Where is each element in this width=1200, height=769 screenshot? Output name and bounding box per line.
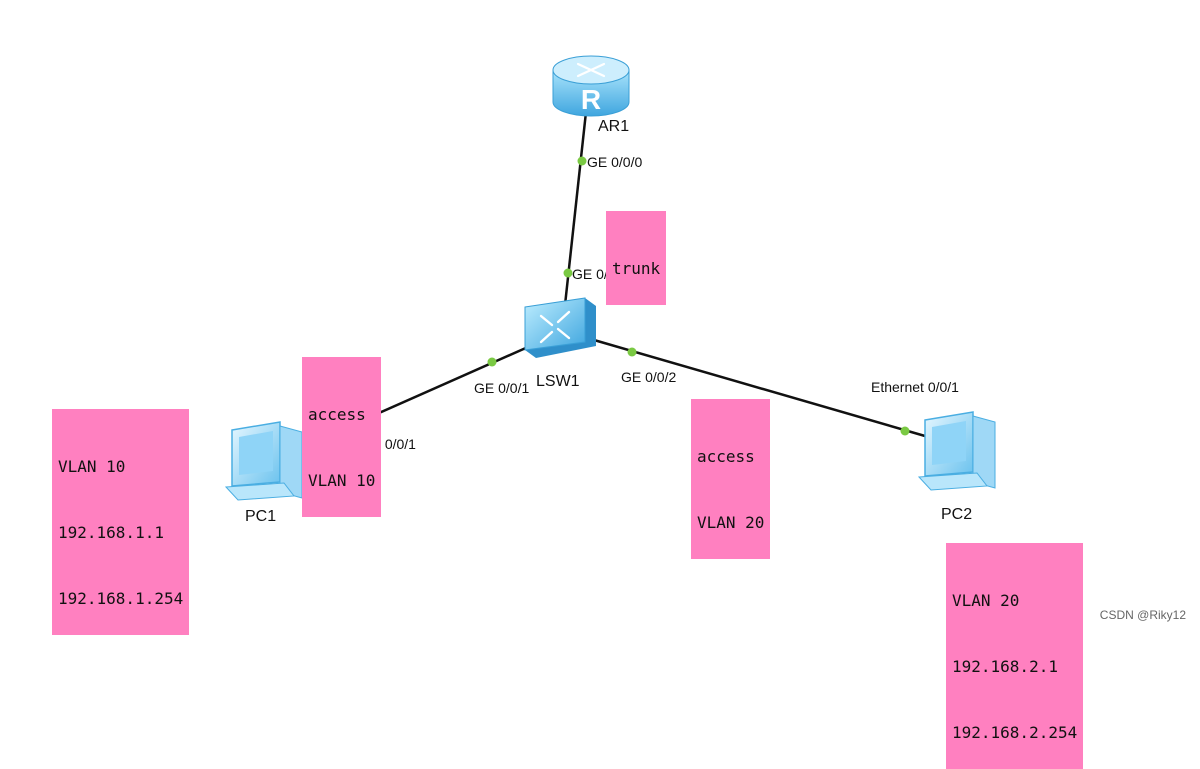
port-label-lsw1-ge002: GE 0/0/2 xyxy=(621,369,677,385)
port-label-pc2-eth001: Ethernet 0/0/1 xyxy=(871,379,959,395)
note-pc1-ip: 192.168.1.1 xyxy=(58,523,164,542)
link-lsw1-pc2 xyxy=(593,338,926,438)
note-pc1-gateway: 192.168.1.254 xyxy=(58,589,184,608)
pc2-icon[interactable] xyxy=(917,411,996,491)
note-pc2-vlan: VLAN 20 xyxy=(952,591,1020,610)
note-access-vlan20-mode: access xyxy=(697,447,755,466)
port-dot-lsw1-ge003 xyxy=(563,268,573,278)
port-dot-lsw1-ge001 xyxy=(487,357,497,367)
port-dot-lsw1-ge002 xyxy=(627,347,637,357)
router-label: AR1 xyxy=(598,118,630,135)
note-pc2-gateway: 192.168.2.254 xyxy=(952,723,1078,742)
note-pc2-ip: 192.168.2.1 xyxy=(952,657,1058,676)
router-icon[interactable]: R xyxy=(552,55,630,117)
note-trunk: trunk xyxy=(606,211,667,305)
note-trunk-line: trunk xyxy=(612,259,661,278)
note-access-vlan20: access VLAN 20 xyxy=(691,399,771,559)
note-pc2-config: VLAN 20 192.168.2.1 192.168.2.254 xyxy=(946,543,1084,769)
pc1-icon[interactable] xyxy=(224,421,303,501)
router-glyph: R xyxy=(581,84,601,115)
pc1-label: PC1 xyxy=(245,508,277,525)
note-access-vlan20-vlan: VLAN 20 xyxy=(697,513,765,532)
note-access-vlan10-vlan: VLAN 10 xyxy=(308,471,376,490)
watermark: CSDN @Riky12 xyxy=(1099,608,1186,622)
pc2-label: PC2 xyxy=(941,506,973,523)
port-label-ar1-ge000: GE 0/0/0 xyxy=(587,154,643,170)
topology-diagram: R xyxy=(224,55,996,501)
switch-label: LSW1 xyxy=(536,373,580,390)
note-pc1-config: VLAN 10 192.168.1.1 192.168.1.254 xyxy=(52,409,190,635)
note-access-vlan10-mode: access xyxy=(308,405,366,424)
port-dot-pc2-eth001 xyxy=(900,426,910,436)
switch-icon[interactable] xyxy=(524,297,596,358)
port-dot-ar1-ge000 xyxy=(577,156,587,166)
note-access-vlan10: access VLAN 10 xyxy=(302,357,382,517)
note-pc1-vlan: VLAN 10 xyxy=(58,457,126,476)
port-label-lsw1-ge001: GE 0/0/1 xyxy=(474,380,530,396)
